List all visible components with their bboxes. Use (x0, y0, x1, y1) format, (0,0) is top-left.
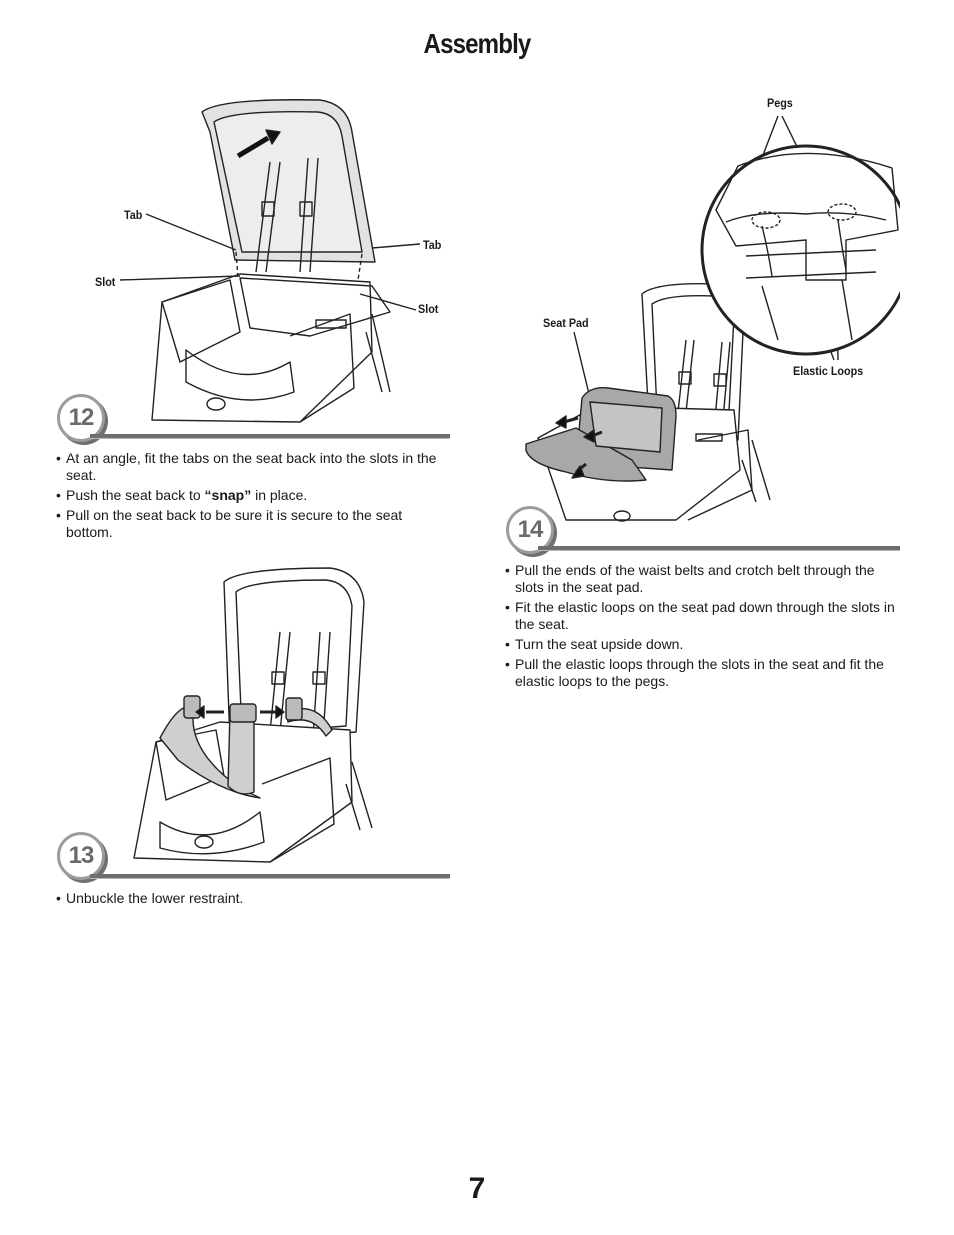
instruction-item: • Pull the elastic loops through the slo… (505, 656, 901, 690)
instruction-text: Unbuckle the lower restraint. (66, 890, 244, 906)
step-14-instructions: • Pull the ends of the waist belts and c… (505, 562, 901, 693)
bullet-glyph: • (56, 507, 61, 523)
instruction-item: • Pull the ends of the waist belts and c… (505, 562, 901, 596)
seat-pad-callout: Seat Pad (543, 316, 589, 330)
instruction-item: • Unbuckle the lower restraint. (56, 890, 448, 907)
instruction-text: Pull the elastic loops through the slots… (515, 656, 884, 689)
bullet-glyph: • (505, 599, 510, 615)
bullet-glyph: • (505, 656, 510, 672)
step-13-instructions: • Unbuckle the lower restraint. (56, 890, 448, 910)
step-14-illustration (516, 110, 900, 530)
instruction-item: • Turn the seat upside down. (505, 636, 901, 653)
step-13-illustration (120, 562, 390, 872)
instruction-item: • At an angle, fit the tabs on the seat … (56, 450, 448, 484)
instruction-item: • Push the seat back to “snap” in place. (56, 487, 448, 504)
bullet-glyph: • (56, 487, 61, 503)
instruction-item: • Fit the elastic loops on the seat pad … (505, 599, 901, 633)
instruction-item: • Pull on the seat back to be sure it is… (56, 507, 448, 541)
unbuckle-restraint-drawing (133, 567, 373, 863)
page-title: Assembly (423, 28, 532, 59)
seat-pad-install-drawing (525, 115, 900, 522)
step-12-divider (90, 434, 450, 438)
instruction-text: At an angle, fit the tabs on the seat ba… (66, 450, 437, 483)
instruction-text: Turn the seat upside down. (515, 636, 684, 652)
step-13-badge: 13 (57, 832, 105, 880)
bullet-glyph: • (505, 636, 510, 652)
seat-back-insertion-drawing (119, 99, 421, 423)
bullet-glyph: • (505, 562, 510, 578)
step-12-badge: 12 (57, 394, 105, 442)
step-13-divider (90, 874, 450, 878)
slot-callout-left: Slot (95, 275, 116, 289)
pegs-callout: Pegs (767, 96, 793, 110)
tab-callout-left: Tab (124, 208, 143, 222)
tab-callout-right: Tab (423, 238, 442, 252)
instruction-text: Fit the elastic loops on the seat pad do… (515, 599, 895, 632)
step-12-illustration (90, 92, 450, 432)
instruction-text-emphasis: “snap” (204, 487, 252, 503)
bullet-glyph: • (56, 890, 61, 906)
slot-callout-right: Slot (418, 302, 439, 316)
page-number: 7 (468, 1172, 486, 1205)
step-14-badge: 14 (506, 506, 554, 554)
instruction-text-lead: Push the seat back to (66, 487, 205, 503)
step-14-divider (538, 546, 900, 550)
instruction-text: Pull on the seat back to be sure it is s… (66, 507, 403, 540)
instruction-text-tail: in place. (251, 487, 308, 503)
bullet-glyph: • (56, 450, 61, 466)
elastic-loops-callout: Elastic Loops (793, 364, 864, 378)
step-12-instructions: • At an angle, fit the tabs on the seat … (56, 450, 448, 544)
instruction-text: Pull the ends of the waist belts and cro… (515, 562, 875, 595)
